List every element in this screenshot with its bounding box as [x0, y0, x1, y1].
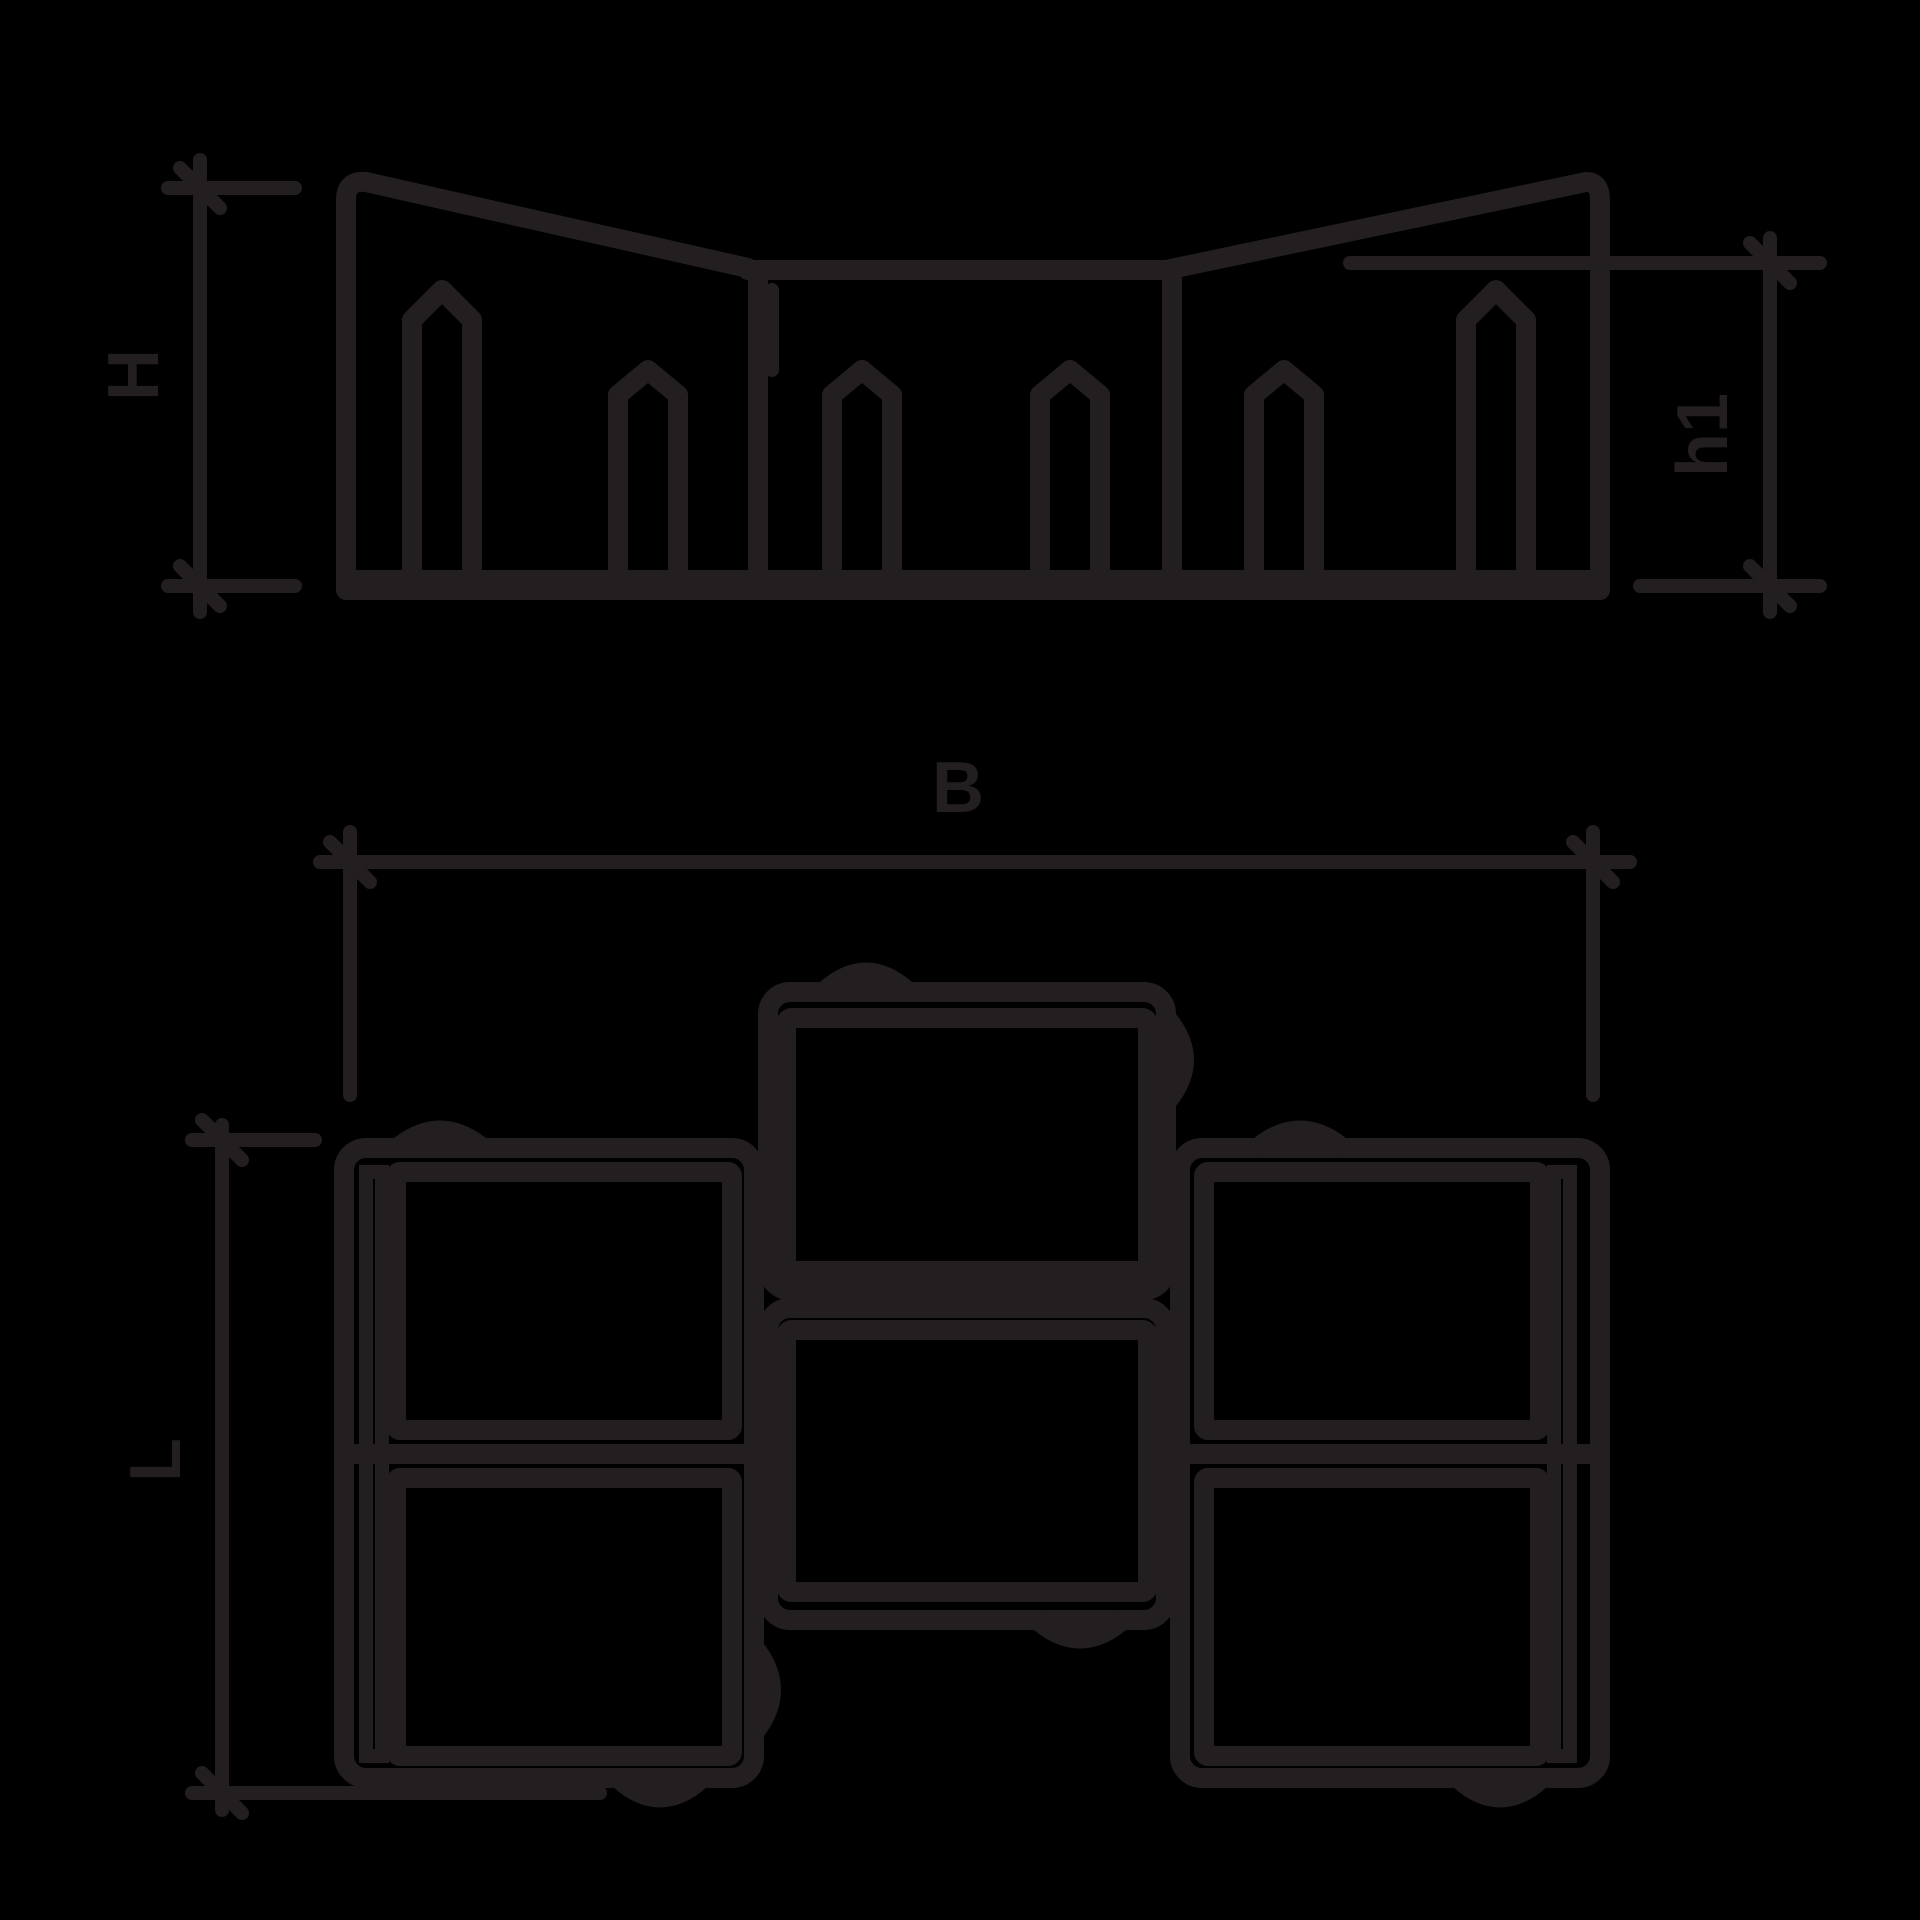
- width-label: B: [932, 748, 984, 828]
- length-dimension: [185, 1113, 607, 1820]
- height-dimension: [161, 153, 302, 619]
- seat-height-label: h1: [1663, 393, 1743, 477]
- top-plan-view: [334, 962, 1610, 1808]
- length-label: L: [116, 1438, 196, 1482]
- front-elevation-view: [336, 171, 1610, 600]
- width-dimension: [313, 825, 1637, 1102]
- seat-height-dimension: [1343, 231, 1827, 619]
- height-label: H: [94, 349, 174, 401]
